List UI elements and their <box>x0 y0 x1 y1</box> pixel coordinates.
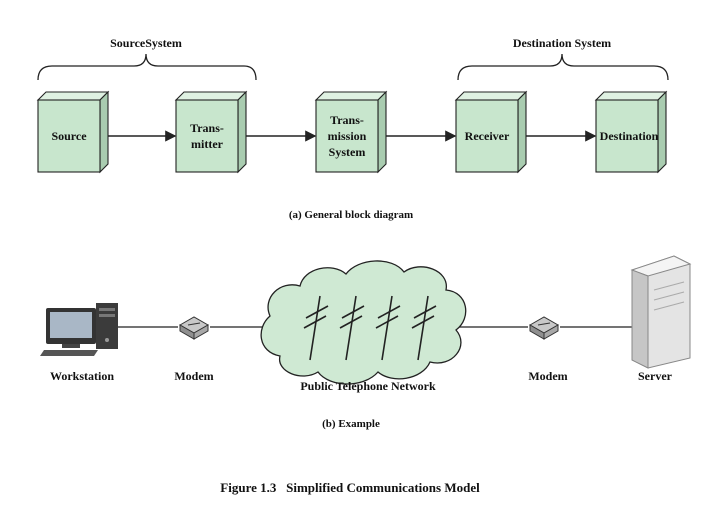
block-source-label: Source <box>51 129 87 143</box>
block-transmitter-label: mitter <box>191 137 224 151</box>
server-label: Server <box>638 369 673 383</box>
workstation-label: Workstation <box>50 369 114 383</box>
modem-right-icon <box>528 316 560 340</box>
figure-caption: Figure 1.3 Simplified Communications Mod… <box>220 480 480 495</box>
caption-b: (b) Example <box>322 418 380 430</box>
block-transmitter: Trans-mitter <box>174 90 248 174</box>
source-system-label: SourceSystem <box>110 36 182 50</box>
telephone-network-cloud <box>260 260 467 385</box>
block-transmitter-label: Trans- <box>190 121 224 135</box>
modem-left-label: Modem <box>174 369 213 383</box>
block-receiver: Receiver <box>454 90 528 174</box>
block-destination: Destination <box>594 90 668 174</box>
block-transmission-system-label: System <box>329 145 366 159</box>
caption-a: (a) General block diagram <box>289 209 413 221</box>
telephone-pole-icon <box>375 295 401 361</box>
block-transmission-system-label: mission <box>328 129 367 143</box>
network-label: Public Telephone Network <box>300 379 436 393</box>
block-receiver-label: Receiver <box>465 129 510 143</box>
modem-right-label: Modem <box>528 369 567 383</box>
source-system-brace <box>37 53 257 81</box>
destination-system-label: Destination System <box>513 36 611 50</box>
telephone-pole-icon <box>339 295 365 361</box>
telephone-pole-icon <box>303 295 329 361</box>
block-transmission-system-label: Trans- <box>330 113 364 127</box>
block-source: Source <box>36 90 110 174</box>
destination-system-brace <box>457 53 669 81</box>
block-destination-label: Destination <box>600 129 659 143</box>
workstation-icon <box>40 303 118 356</box>
modem-left-icon <box>178 316 210 340</box>
server-icon <box>630 255 692 369</box>
telephone-pole-icon <box>411 295 437 361</box>
